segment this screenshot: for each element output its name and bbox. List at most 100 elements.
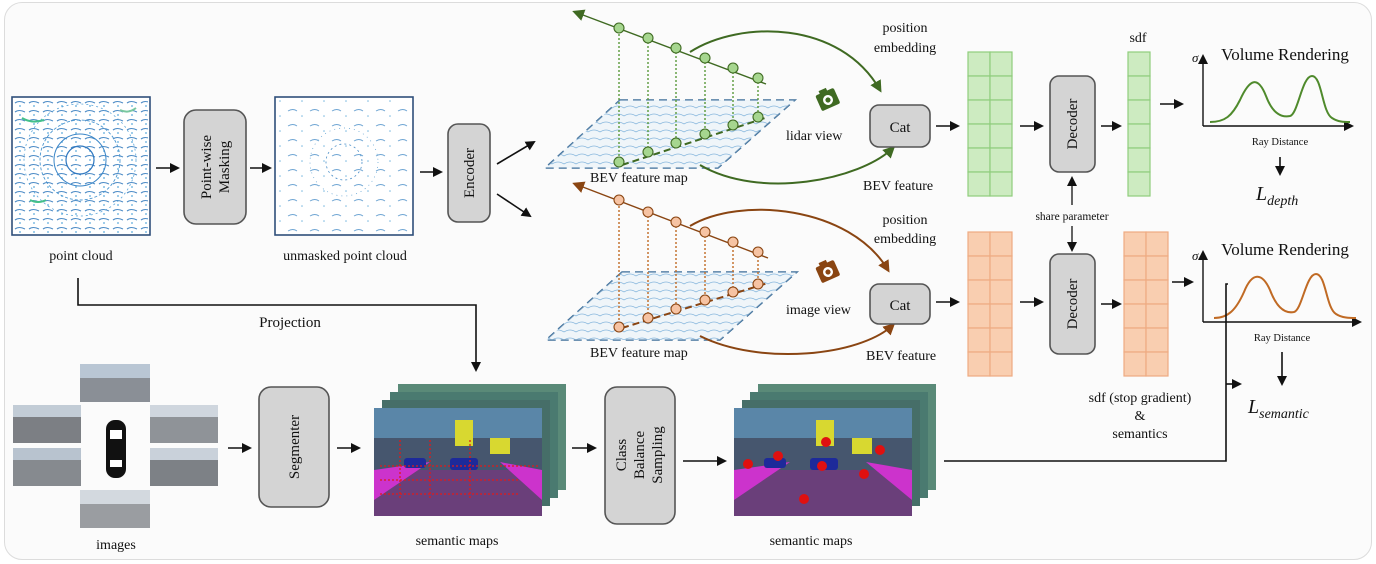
image-decoder-label: Decoder [1065, 279, 1081, 330]
sdf-cell [1127, 99, 1151, 125]
volume-rendering-top-title: Volume Rendering [1221, 45, 1349, 64]
class-balance-line2: Balance [632, 431, 648, 480]
sdf-label: sdf [1129, 31, 1146, 46]
image-feature-cell [989, 255, 1013, 281]
class-balance-line1: Class [614, 439, 630, 472]
lidar-feature-cell [967, 171, 991, 197]
semantics-cell [1123, 327, 1147, 353]
semantics-cell [1145, 255, 1169, 281]
projection-arrow [77, 278, 481, 372]
semantics-label: semantics [1112, 427, 1167, 442]
l-semantic-label: Lsemantic [1247, 396, 1310, 422]
semantics-cell [1145, 279, 1169, 305]
sdf-semantics-grid [1123, 231, 1169, 377]
image-position-embedding-arrow [689, 208, 890, 273]
lidar-feature-cell [967, 147, 991, 173]
point-wise-masking-block: Point-wise Masking [183, 109, 247, 225]
point-cloud-image [11, 96, 151, 236]
ray-distance-bottom-label: Ray Distance [1254, 333, 1311, 344]
semantics-cell [1123, 255, 1147, 281]
ampersand-label: & [1135, 409, 1146, 424]
lidar-feature-cell [989, 75, 1013, 101]
sigma-bottom-label: σ [1192, 248, 1199, 263]
image-bev-feature-label: BEV feature [866, 349, 936, 364]
image-feature-cell [967, 303, 991, 329]
lidar-view-label: lidar view [786, 129, 843, 144]
lidar-feature-cell [967, 123, 991, 149]
lidar-feature-cell [967, 75, 991, 101]
lidar-position-embedding-arrow [689, 30, 882, 93]
image-position-label-line2: embedding [874, 232, 936, 247]
lidar-position-label-line2: embedding [874, 41, 936, 56]
image-ray [572, 181, 769, 333]
image-feature-cell [967, 327, 991, 353]
lidar-bev-map-label: BEV feature map [590, 171, 688, 186]
lidar-feature-cell [967, 99, 991, 125]
sdf-cell [1127, 75, 1151, 101]
point-cloud-label: point cloud [49, 249, 112, 264]
semantic-maps-label-2: semantic maps [770, 534, 853, 549]
masking-label-line2: Masking [217, 140, 233, 193]
image-feature-cell [967, 279, 991, 305]
image-feature-cell [989, 231, 1013, 257]
lidar-cat-label: Cat [890, 120, 912, 136]
image-view-label: image view [786, 303, 852, 318]
encoder-label: Encoder [462, 148, 478, 198]
volume-rendering-bottom-plot [1198, 250, 1362, 327]
semantic-supervision-line [944, 283, 1228, 462]
share-parameter-label: share parameter [1035, 211, 1108, 223]
lidar-feature-cell [989, 99, 1013, 125]
lidar-feature-grid [967, 51, 1013, 197]
image-feature-cell [989, 279, 1013, 305]
car-icon [106, 420, 126, 478]
lidar-ray [572, 9, 769, 168]
image-feature-cell [967, 231, 991, 257]
semantics-cell [1145, 231, 1169, 257]
lidar-position-label-line1: position [882, 21, 927, 36]
lidar-feature-cell [989, 51, 1013, 77]
semantics-cell [1123, 231, 1147, 257]
semantics-cell [1123, 351, 1147, 377]
semantics-cell [1123, 303, 1147, 329]
segmenter-block: Segmenter [258, 386, 330, 508]
semantics-cell [1123, 279, 1147, 305]
image-feature-grid [967, 231, 1013, 377]
image-feature-cell [989, 327, 1013, 353]
image-bev-feature-arrow [699, 322, 896, 356]
image-position-label-line1: position [882, 213, 927, 228]
lidar-decoder-label: Decoder [1065, 99, 1081, 150]
sdf-cell [1127, 123, 1151, 149]
semantic-maps-label-1: semantic maps [416, 534, 499, 549]
arrow-encoder-to-lidar-branch [496, 140, 536, 165]
volume-rendering-top-plot [1198, 54, 1354, 131]
class-balance-sampling-block: Class Balance Sampling [604, 386, 676, 525]
image-feature-cell [989, 351, 1013, 377]
semantic-maps-stack-2 [734, 384, 936, 516]
masking-label-line1: Point-wise [199, 135, 215, 200]
sdf-cell [1127, 171, 1151, 197]
lidar-cat-block: Cat [869, 104, 931, 148]
image-bev-map-label: BEV feature map [590, 346, 688, 361]
semantic-maps-stack-1 [374, 384, 566, 516]
image-decoder-block: Decoder [1049, 253, 1096, 355]
surround-camera-images [13, 364, 218, 528]
sdf-stop-gradient-label: sdf (stop gradient) [1089, 391, 1192, 406]
camera-icon [815, 87, 840, 111]
lidar-decoder-block: Decoder [1049, 75, 1096, 173]
sdf-cell [1127, 51, 1151, 77]
sigma-top-label: σ [1192, 50, 1199, 65]
image-cat-label: Cat [890, 298, 912, 314]
semantics-cell [1145, 327, 1169, 353]
lidar-feature-cell [967, 51, 991, 77]
image-cat-block: Cat [869, 283, 931, 325]
image-feature-cell [967, 255, 991, 281]
lidar-bev-feature-label: BEV feature [863, 179, 933, 194]
image-feature-cell [967, 351, 991, 377]
images-label: images [96, 538, 136, 553]
semantics-cell [1145, 303, 1169, 329]
lidar-feature-cell [989, 171, 1013, 197]
volume-rendering-bottom-title: Volume Rendering [1221, 240, 1349, 259]
segmenter-label: Segmenter [287, 415, 303, 479]
